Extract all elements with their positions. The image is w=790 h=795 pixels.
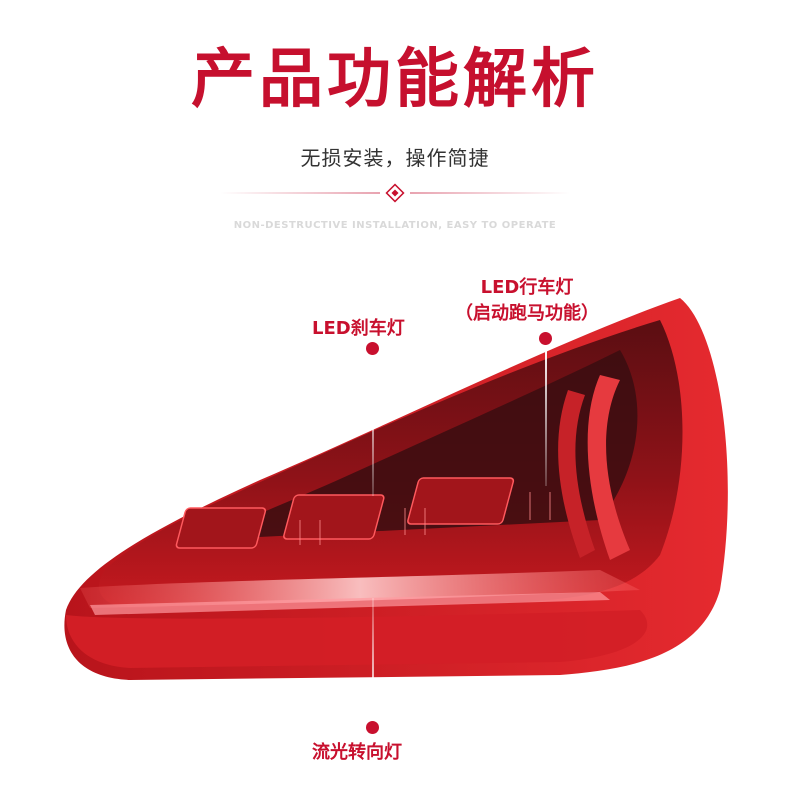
leader-line-running	[545, 346, 547, 486]
callout-turn-label: 流光转向灯	[312, 742, 402, 763]
leader-line-brake	[372, 356, 374, 496]
tail-lamp-illustration	[64, 298, 728, 680]
divider-left	[220, 192, 380, 194]
page-title: 产品功能解析	[191, 43, 599, 117]
page-subtitle: 无损安装，操作简捷	[300, 146, 490, 170]
callout-brake-label: LED刹车灯	[312, 318, 405, 339]
callout-running-label: LED行车灯 （启动跑马功能）	[455, 275, 599, 327]
callout-running-line1: LED行车灯	[480, 277, 574, 298]
dot-icon	[366, 342, 379, 355]
dot-icon	[366, 721, 379, 734]
callout-running-line2: （启动跑马功能）	[455, 303, 599, 324]
english-caption: NON-DESTRUCTIVE INSTALLATION, EASY TO OP…	[233, 220, 557, 231]
dot-icon	[539, 332, 552, 345]
divider-right	[410, 192, 570, 194]
diamond-icon	[385, 183, 405, 203]
leader-line-turn	[372, 598, 374, 720]
